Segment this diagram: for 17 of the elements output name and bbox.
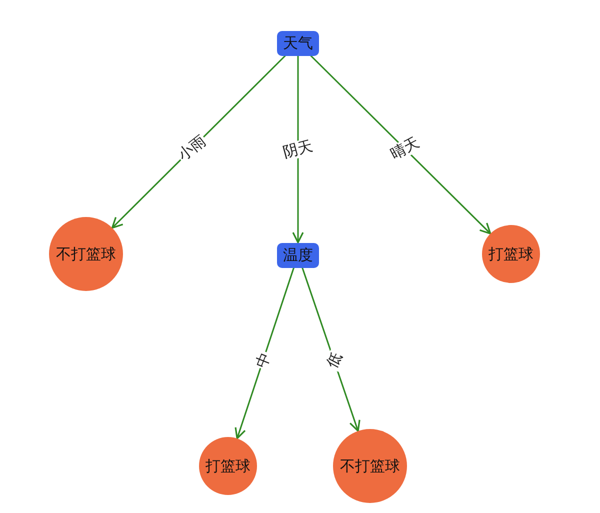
node-text: 打篮球 xyxy=(488,246,534,262)
node-text: 打篮球 xyxy=(206,458,250,474)
arrow xyxy=(310,54,492,234)
outcome-circle xyxy=(199,437,257,495)
arrow xyxy=(292,56,304,244)
outcome-circle xyxy=(49,217,123,291)
decision-box xyxy=(277,30,319,56)
outcome-circle xyxy=(333,429,407,503)
decision-box xyxy=(277,242,319,268)
edge-label: 阴天 xyxy=(280,136,316,161)
node-text: 不打篮球 xyxy=(56,246,116,262)
node-text: 不打篮球 xyxy=(340,458,400,474)
outcome-circle xyxy=(482,225,540,283)
arrow xyxy=(302,267,360,432)
node-text: 温度 xyxy=(283,248,313,262)
node-text: 天气 xyxy=(283,36,313,50)
arrow xyxy=(234,267,295,440)
